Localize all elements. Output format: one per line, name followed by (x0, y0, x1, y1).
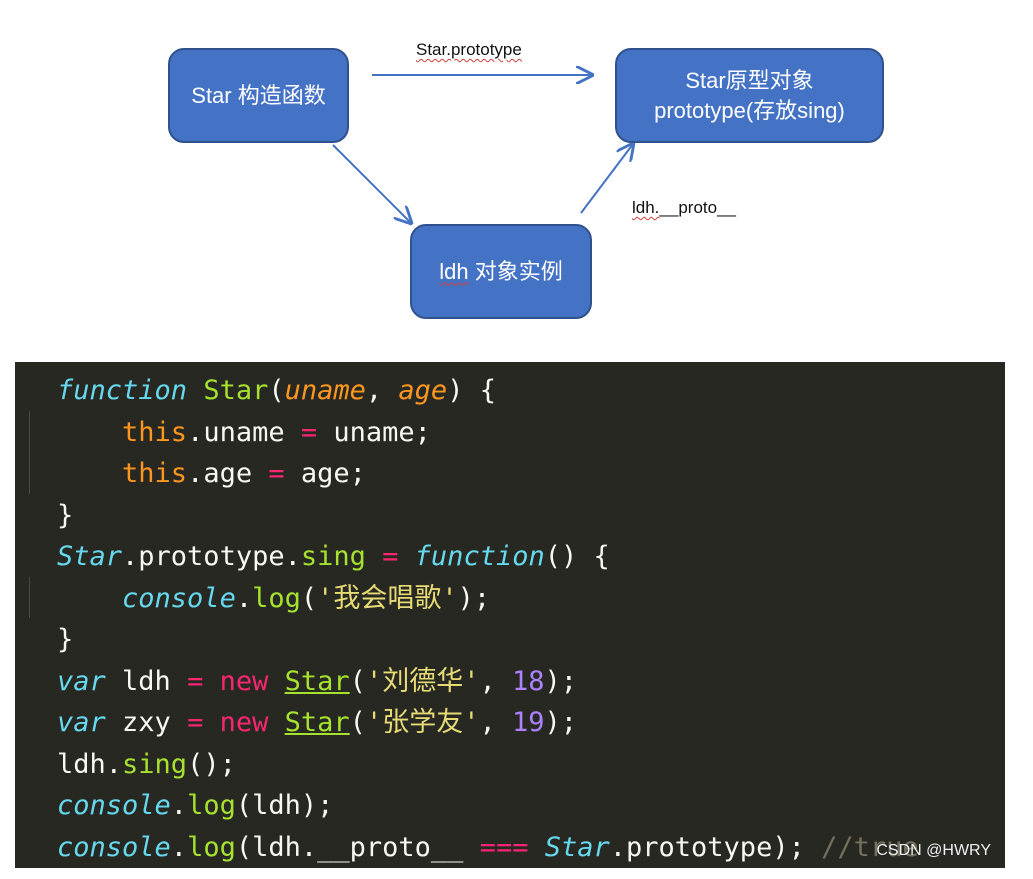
node-proto-label-line1: Star原型对象 (685, 67, 814, 93)
code-line-11: console.log(ldh); (57, 790, 334, 821)
indent-guide (29, 411, 30, 494)
code-line-5: Star.prototype.sing = function() { (57, 541, 610, 572)
code-line-12: console.log(ldh.__proto__ === Star.proto… (57, 831, 919, 863)
arrow-star-to-ldh (332, 144, 411, 223)
node-ldh-label-prefix: ldh (439, 258, 469, 284)
code-line-7: } (57, 624, 74, 655)
code-line-6: console.log('我会唱歌'); (122, 582, 491, 614)
node-ldh-instance: ldh 对象实例 (410, 224, 592, 319)
node-star-label: Star 构造函数 (191, 82, 326, 108)
code-line-2: this.uname = uname; (122, 416, 431, 448)
code-block: function Star(uname, age) { this.uname =… (15, 362, 1005, 868)
node-star-prototype: Star原型对象 prototype(存放sing) (615, 48, 884, 143)
edge-label-ldh-proto: ldh.__proto__ (632, 198, 736, 218)
code-line-4: } (57, 499, 74, 531)
code-line-8: var ldh = new Star('刘德华', 18); (57, 665, 577, 697)
edge-label-star-prototype: Star.prototype (416, 40, 522, 59)
indent-guide (29, 577, 30, 618)
node-star-constructor: Star 构造函数 (168, 48, 349, 143)
code-line-3: this.age = age; (122, 458, 366, 489)
arrow-ldh-to-prototype (580, 144, 633, 214)
node-proto-label-line2: prototype(存放sing) (654, 97, 845, 123)
edge-label-ldh-proto-suffix: __proto__ (659, 198, 736, 217)
diagram-arrows (332, 0, 1033, 352)
csdn-watermark: CSDN @HWRY (876, 842, 991, 859)
node-ldh-label-suffix: 对象实例 (468, 258, 563, 284)
prototype-diagram: Star 构造函数 Star原型对象 prototype(存放sing) ldh… (0, 0, 1033, 352)
code-line-10: ldh.sing(); (57, 748, 236, 780)
code-line-9: var zxy = new Star('张学友', 19); (57, 707, 577, 738)
code-line-1: function Star(uname, age) { (57, 375, 496, 406)
edge-label-ldh-proto-prefix: ldh. (632, 198, 660, 217)
